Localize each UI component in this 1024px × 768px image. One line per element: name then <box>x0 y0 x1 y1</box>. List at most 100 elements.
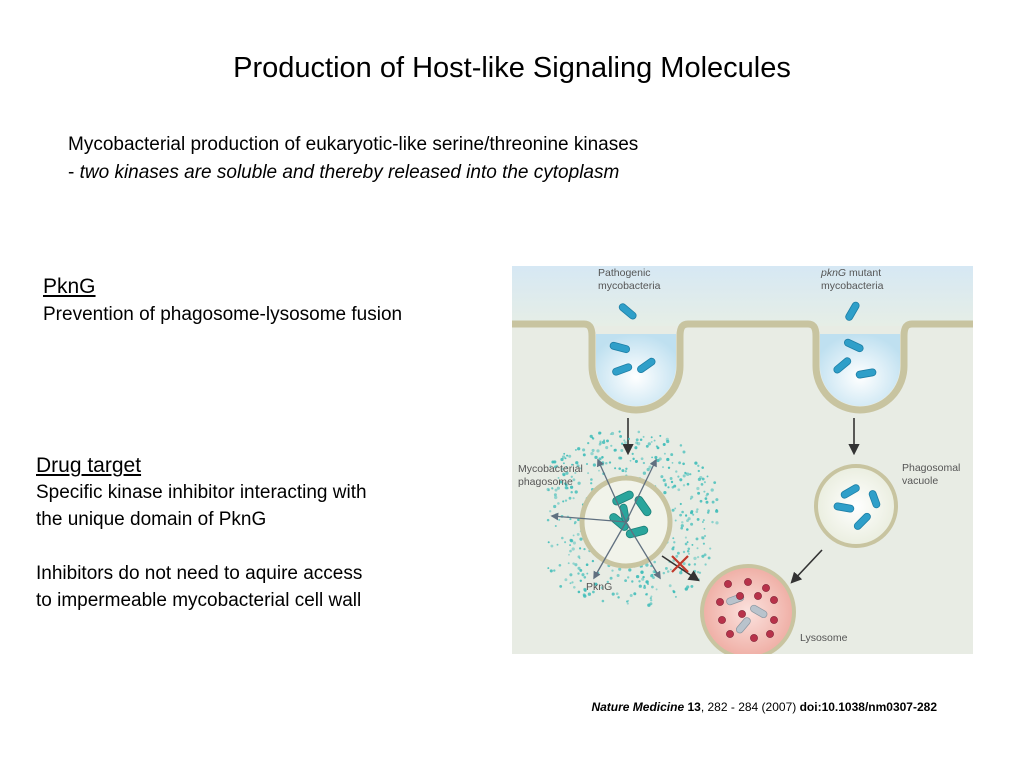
pkng-dot <box>699 499 703 503</box>
pkng-dot <box>677 488 681 492</box>
pkng-dot <box>645 592 649 596</box>
pkng-dot <box>711 500 715 504</box>
slide-title: Production of Host-like Signaling Molecu… <box>233 52 791 84</box>
lysosomal-enzyme-dot <box>766 630 774 638</box>
pkng-dot <box>666 457 670 462</box>
pkng-dot <box>610 444 613 447</box>
pkng-dot <box>572 541 576 545</box>
pkng-dot <box>619 456 623 460</box>
pkng-dot <box>583 547 586 551</box>
pkng-dot <box>569 573 573 577</box>
pkng-description: Prevention of phagosome-lysosome fusion <box>43 304 403 325</box>
pkng-dot <box>579 547 582 550</box>
pkng-dot <box>572 534 575 537</box>
pkng-dot <box>554 524 557 528</box>
pkng-dot <box>549 569 553 573</box>
pkng-dot <box>684 514 688 517</box>
pkng-dot <box>703 490 706 493</box>
pkng-dot <box>650 599 653 602</box>
pathogenic-label-line-1: Pathogenic <box>598 267 651 279</box>
citation-volume: 13 <box>687 700 701 714</box>
pkng-dot <box>670 453 674 457</box>
intro-line-1: Mycobacterial production of eukaryotic-l… <box>68 134 639 155</box>
pkng-dot <box>553 493 557 497</box>
drug-line-2: the unique domain of PknG <box>36 509 267 530</box>
pkng-dot <box>571 463 574 466</box>
pkng-dot <box>599 431 602 435</box>
pkng-dot <box>635 574 640 579</box>
pkng-dot <box>594 455 598 460</box>
pkng-dot <box>632 457 635 461</box>
pkng-dot <box>640 570 644 574</box>
pkng-dot <box>660 475 664 479</box>
pkng-dot <box>564 482 567 485</box>
pkng-dot <box>671 462 674 464</box>
phagocytic-cup-right <box>820 334 900 406</box>
pkng-dot <box>664 566 668 570</box>
pkng-dot <box>569 518 572 521</box>
pkng-dot <box>703 534 707 538</box>
pkng-dot <box>605 461 608 465</box>
drug-target-heading: Drug target <box>36 454 142 477</box>
pkng-dot <box>572 497 575 500</box>
pkng-dot <box>598 457 602 461</box>
drug-line-3: Inhibitors do not need to aquire access <box>36 563 363 584</box>
mechanism-figure: Pathogenic mycobacteria pknG mutant myco… <box>512 266 973 654</box>
mutant-label-line-2: mycobacteria <box>821 280 884 292</box>
pkng-dot <box>707 556 711 560</box>
pkng-dot <box>654 457 657 460</box>
pkng-dot <box>663 452 666 455</box>
pkng-dot <box>636 442 641 446</box>
pkng-dot <box>603 439 606 442</box>
pkng-dot <box>686 482 690 486</box>
pkng-dot <box>658 457 662 461</box>
citation-doi: doi:10.1038/nm0307-282 <box>799 700 937 714</box>
pkng-dot <box>697 469 700 473</box>
pkng-dot <box>606 580 609 584</box>
pkng-dot <box>653 560 656 564</box>
pkng-dot <box>697 464 700 467</box>
pkng-dot <box>586 463 588 465</box>
pkng-dot <box>601 461 605 465</box>
lysosomal-enzyme-dot <box>762 584 770 592</box>
pkng-dot <box>586 572 589 575</box>
pkng-dot <box>696 517 700 521</box>
lysosomal-enzyme-dot <box>770 616 778 624</box>
pkng-dot <box>650 574 654 578</box>
pkng-dot <box>655 445 658 448</box>
pkng-dot <box>568 496 572 500</box>
pkng-dot <box>703 481 706 484</box>
pkng-dot <box>693 563 697 566</box>
pkng-dot <box>691 543 694 546</box>
pkng-dot <box>701 536 705 540</box>
pkng-dot <box>671 547 675 551</box>
pkng-dot <box>645 444 649 448</box>
pkng-dot <box>667 466 671 469</box>
pkng-dot <box>577 447 581 451</box>
pkng-dot <box>633 592 637 596</box>
pkng-dot <box>583 576 587 579</box>
pkng-dot <box>696 508 699 511</box>
pkng-dot <box>557 476 560 479</box>
pkng-dot <box>640 457 644 461</box>
pkng-dot <box>647 442 651 446</box>
pkng-dot <box>674 507 677 510</box>
pkng-dot <box>677 551 680 555</box>
pkng-dot <box>689 498 692 500</box>
pkng-dot <box>559 480 563 484</box>
pkng-dot <box>686 541 689 544</box>
pkng-dot <box>662 466 664 469</box>
pkng-dot <box>643 586 647 589</box>
pkng-dot <box>553 569 556 572</box>
pkng-dot <box>664 482 667 486</box>
pkng-dot <box>645 580 649 584</box>
pkng-dot <box>686 472 690 476</box>
pkng-dot <box>689 473 692 476</box>
myco-phagosome-label-line-2: phagosome <box>518 476 573 488</box>
pkng-dot <box>592 463 597 467</box>
pkng-dot <box>579 568 583 572</box>
pkng-dot <box>555 513 558 516</box>
pkng-dot <box>550 544 554 548</box>
pkng-dot <box>638 580 641 583</box>
pkng-dot <box>697 477 702 482</box>
